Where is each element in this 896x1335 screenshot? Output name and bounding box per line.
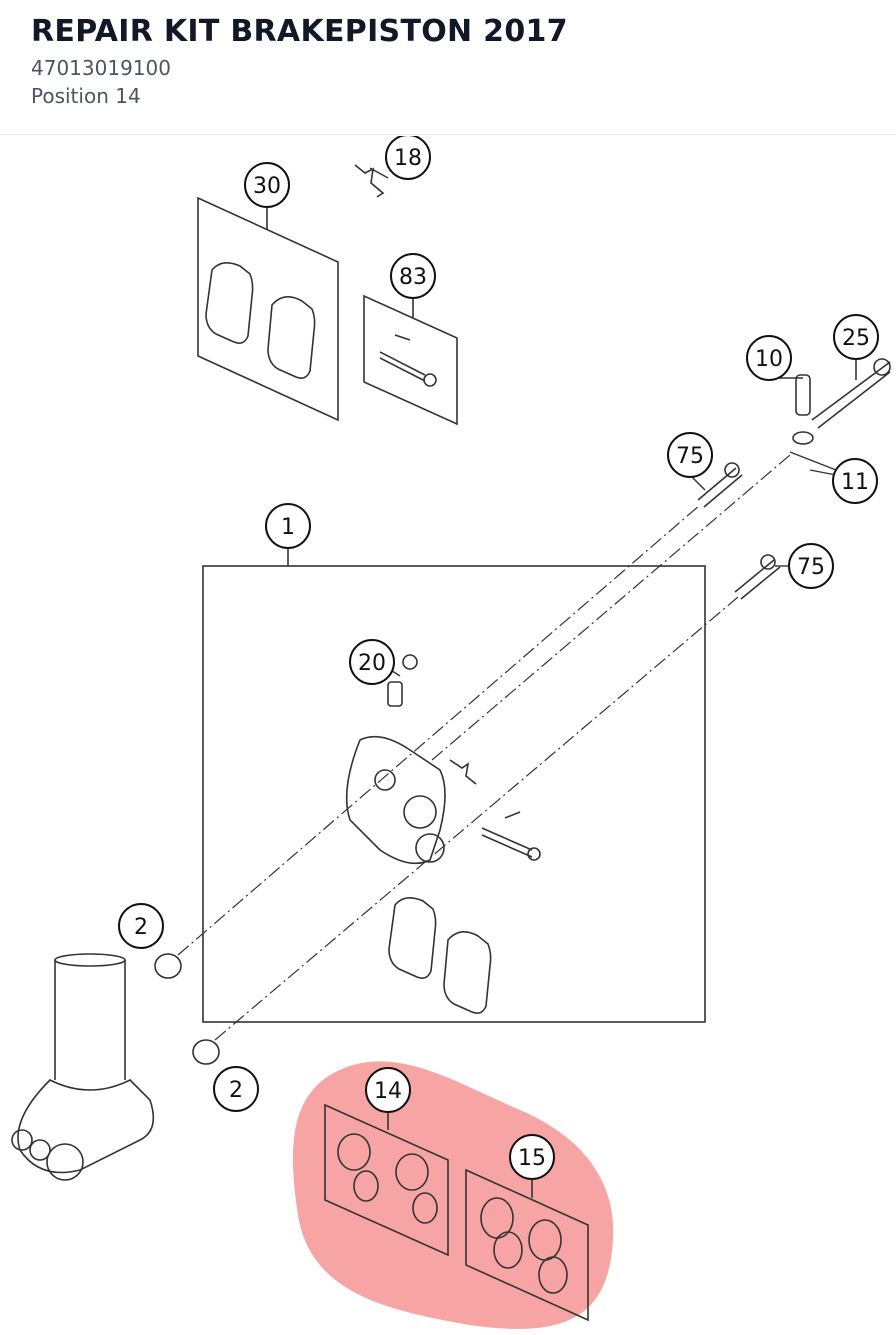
callout-labels: 30 18 83 10 25 75 11 1 75 20 2 2 14 15 <box>118 136 879 1180</box>
svg-text:25: 25 <box>842 326 870 351</box>
svg-text:75: 75 <box>797 555 825 580</box>
seal-kit-box <box>465 1168 589 1322</box>
callout-1: 1 <box>265 503 311 549</box>
callout-75-top: 75 <box>667 432 713 478</box>
svg-text:1: 1 <box>281 515 295 540</box>
callout-2-top: 2 <box>118 903 164 949</box>
position-label: Position 14 <box>31 84 141 108</box>
piston-kit-box <box>324 1103 449 1257</box>
callout-14: 14 <box>365 1067 411 1113</box>
callout-75-bottom: 75 <box>788 543 834 589</box>
svg-text:2: 2 <box>229 1078 243 1103</box>
svg-text:10: 10 <box>755 347 783 372</box>
svg-text:20: 20 <box>358 651 386 676</box>
svg-text:14: 14 <box>374 1079 402 1104</box>
kit-highlight <box>292 1061 614 1329</box>
svg-text:75: 75 <box>676 444 704 469</box>
svg-text:15: 15 <box>518 1146 546 1171</box>
pin-kit-box <box>363 294 458 426</box>
callout-15: 15 <box>509 1134 555 1180</box>
callout-18: 18 <box>385 136 431 180</box>
svg-text:30: 30 <box>253 174 281 199</box>
part-number: 47013019100 <box>31 56 171 80</box>
caliper-box <box>202 565 706 1023</box>
svg-text:18: 18 <box>394 146 422 171</box>
callout-11: 11 <box>832 458 878 504</box>
callout-83: 83 <box>390 253 436 299</box>
svg-text:2: 2 <box>134 915 148 940</box>
svg-text:83: 83 <box>399 265 427 290</box>
callout-2-bottom: 2 <box>213 1066 259 1112</box>
part-title: REPAIR KIT BRAKEPISTON 2017 <box>31 14 568 49</box>
svg-text:11: 11 <box>841 470 869 495</box>
exploded-parts-diagram: 30 18 83 10 25 75 11 1 75 20 2 2 14 15 <box>11 136 891 1329</box>
callout-20: 20 <box>349 639 395 685</box>
callout-30: 30 <box>244 162 290 208</box>
part-header: REPAIR KIT BRAKEPISTON 2017 47013019100 … <box>0 0 896 135</box>
callout-10: 10 <box>746 335 792 381</box>
pad-kit-box <box>197 196 339 422</box>
callout-25: 25 <box>833 314 879 360</box>
